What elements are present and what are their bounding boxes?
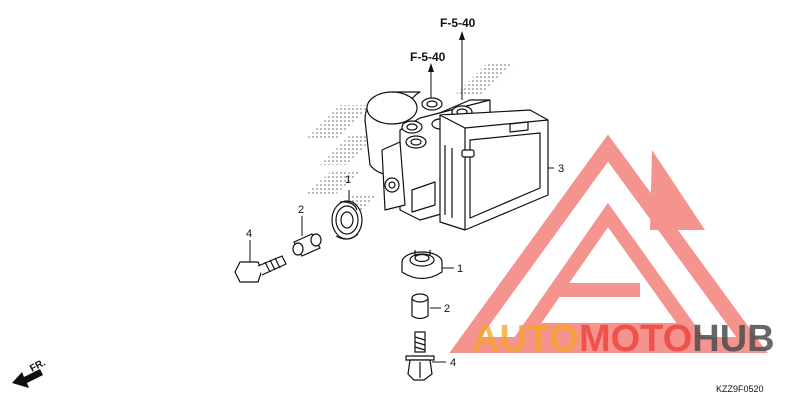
callout-2-bottom: 2 xyxy=(444,303,450,315)
bolt-bottom xyxy=(405,331,435,381)
reference-leaders xyxy=(428,31,465,100)
front-direction-label: FR. xyxy=(28,357,48,374)
bolt-left xyxy=(234,255,287,283)
diagram-code: KZZ9F0520 xyxy=(716,384,764,394)
callout-4-left: 4 xyxy=(246,228,252,240)
watermark-text: AUTOMOTOHUB xyxy=(472,318,775,360)
callout-4-bottom: 4 xyxy=(450,357,456,369)
reference-top: F-5-40 xyxy=(440,16,476,30)
watermark-auto: AUTO xyxy=(472,318,579,360)
front-direction-arrow-icon xyxy=(12,369,43,388)
callout-1-left: 1 xyxy=(345,174,351,186)
callout-3: 3 xyxy=(558,163,564,175)
reference-mid: F-5-40 xyxy=(410,50,446,64)
rubber-mount-left xyxy=(331,200,363,240)
abs-modulator-unit xyxy=(364,91,549,231)
watermark-hub: HUB xyxy=(692,318,774,360)
callout-1-bottom: 1 xyxy=(457,263,463,275)
callout-2-left: 2 xyxy=(298,204,304,216)
watermark-logo-icon xyxy=(449,134,768,353)
collar-left xyxy=(292,233,322,257)
watermark-moto: MOTO xyxy=(579,318,692,360)
collar-bottom xyxy=(411,293,429,320)
rubber-mount-bottom xyxy=(401,250,443,280)
